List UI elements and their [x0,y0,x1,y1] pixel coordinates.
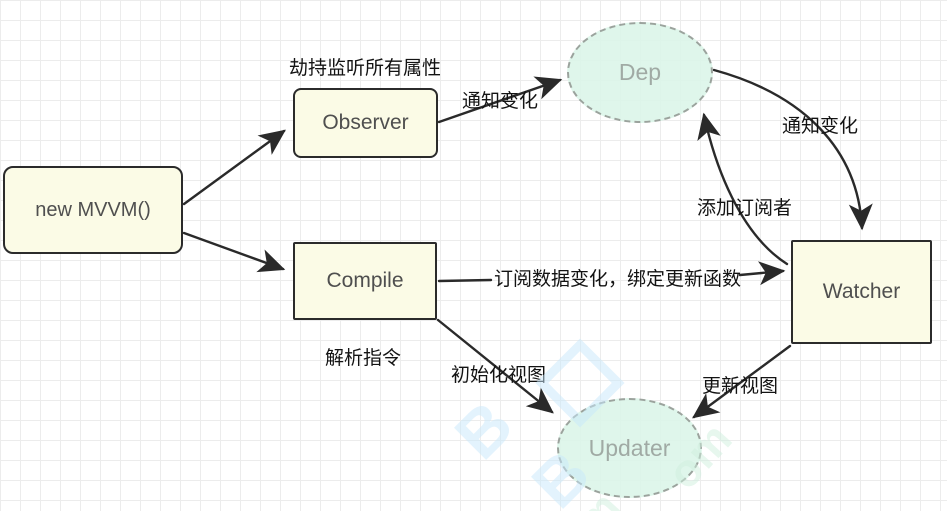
node-watcher: Watcher [791,240,932,344]
edge-compile-watcher-seg1 [437,278,493,283]
edge-label-notify-change-left: 通知变化 [462,91,539,112]
annotation-hijack-properties: 劫持监听所有属性 [289,58,442,79]
edge-mvvm-observer [182,129,286,206]
node-observer-label: Observer [322,111,409,134]
node-updater-label: Updater [588,434,671,461]
edge-compile-watcher-seg2 [738,261,786,286]
edge-mvvm-compile [182,231,286,273]
node-new-mvvm: new MVVM() [3,166,183,254]
node-watcher-label: Watcher [822,280,901,303]
edge-label-subscribe-bind: 订阅数据变化，绑定更新函数 [494,269,742,290]
node-compile-label: Compile [326,269,404,292]
node-compile: Compile [293,242,437,320]
annotation-parse-directives: 解析指令 [325,348,402,369]
node-observer: Observer [293,88,438,158]
edge-watcher-dep [697,112,789,266]
edge-label-update-view: 更新视图 [702,376,779,397]
edge-label-init-view: 初始化视图 [451,365,547,386]
node-dep-label: Dep [618,59,662,85]
edge-label-add-subscriber: 添加订阅者 [697,198,793,219]
svg-text:B: B [441,387,527,473]
node-dep: Dep [567,22,713,123]
node-new-mvvm-label: new MVVM() [35,198,151,221]
node-updater: Updater [557,398,702,498]
edge-label-notify-change-right: 通知变化 [782,116,859,137]
